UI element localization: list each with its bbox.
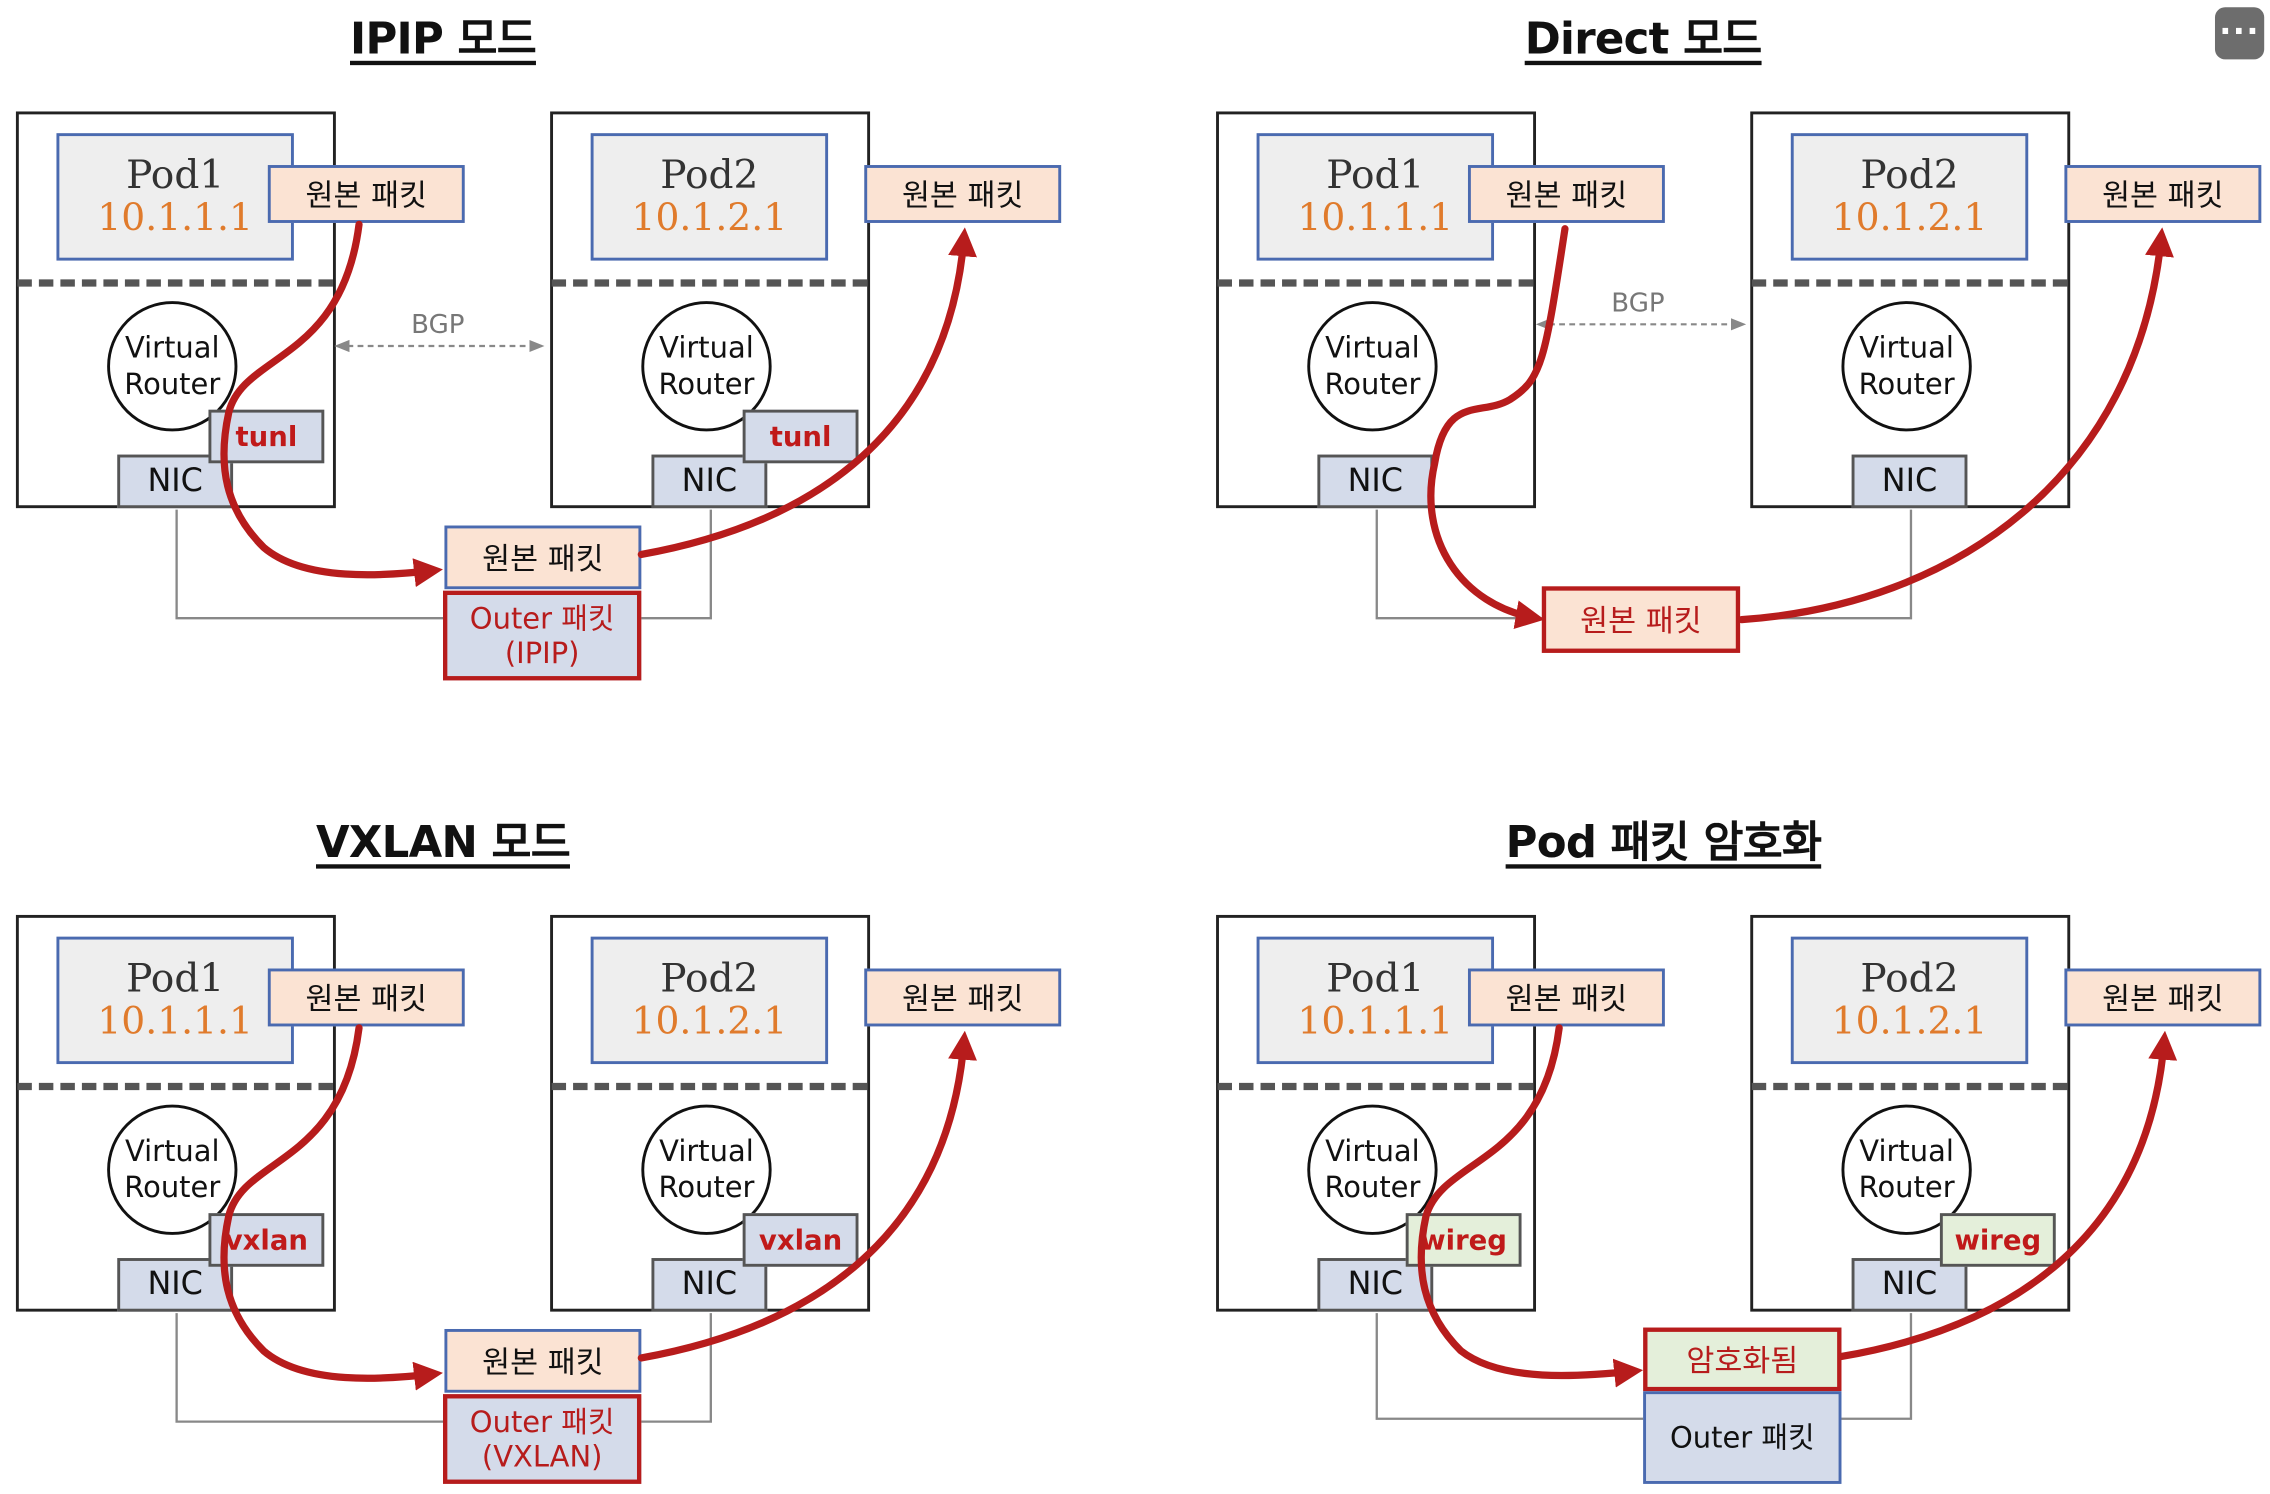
network-link <box>175 509 712 620</box>
network-link <box>175 1313 712 1423</box>
more-horizontal-icon: ··· <box>2219 14 2260 51</box>
network-link <box>1375 509 1913 620</box>
network-link <box>1375 1313 1913 1420</box>
more-options-button[interactable]: ··· <box>2214 7 2265 60</box>
